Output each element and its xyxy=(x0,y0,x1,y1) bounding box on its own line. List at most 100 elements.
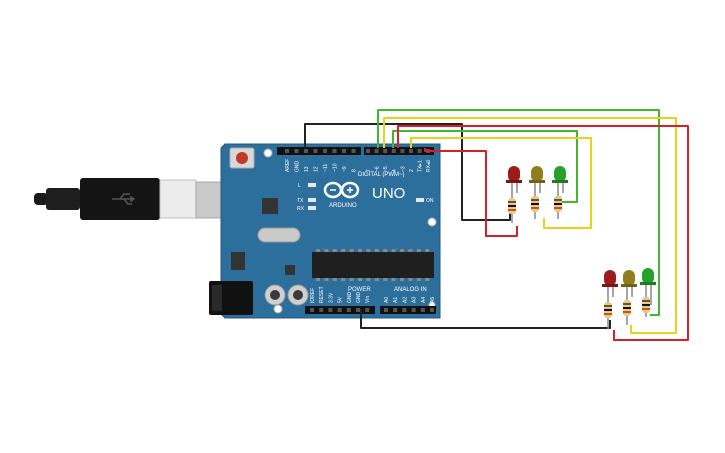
digital-pin-label: 7 xyxy=(366,169,372,172)
header-pin[interactable] xyxy=(383,149,388,153)
power-pin-label: GND xyxy=(356,292,362,304)
resistor[interactable] xyxy=(531,193,539,219)
header-pin[interactable] xyxy=(420,308,425,312)
power-pin-label: RESET xyxy=(319,286,325,303)
led-green[interactable] xyxy=(552,166,568,193)
wire-black-gnd-group2[interactable] xyxy=(360,309,611,329)
header-pin[interactable] xyxy=(351,149,356,153)
led-l-indicator xyxy=(308,183,316,187)
mounting-hole xyxy=(273,304,283,314)
digital-pin-label: 2 xyxy=(409,169,415,172)
led-yellow[interactable] xyxy=(621,270,637,297)
header-pin[interactable] xyxy=(366,149,370,153)
resistor[interactable] xyxy=(642,295,650,317)
header-pin[interactable] xyxy=(430,308,434,312)
digital-header-left xyxy=(277,147,361,155)
chip-pin xyxy=(408,249,413,252)
header-pin[interactable] xyxy=(310,308,314,312)
atmega-chip xyxy=(312,252,434,278)
analog-section-label: ANALOG IN xyxy=(394,287,427,293)
led-on-label: ON xyxy=(426,198,434,204)
header-pin[interactable] xyxy=(411,308,416,312)
led-group-2[interactable] xyxy=(602,268,656,329)
header-pin[interactable] xyxy=(285,149,289,153)
led-l-label: L xyxy=(298,183,301,189)
digital-header-right xyxy=(364,147,434,155)
led-green[interactable] xyxy=(640,268,656,305)
led-yellow[interactable] xyxy=(529,166,545,193)
resistor[interactable] xyxy=(508,193,516,223)
header-pin[interactable] xyxy=(346,308,351,312)
chip-pin xyxy=(383,249,388,252)
usb-interface-chip xyxy=(262,198,278,214)
digital-pin-label: AREF xyxy=(285,159,291,172)
capacitor xyxy=(293,290,303,300)
chip-pin xyxy=(316,249,320,252)
usb-cable[interactable] xyxy=(34,178,249,220)
chip-pin xyxy=(425,249,430,252)
led-on-indicator xyxy=(416,198,424,202)
chip-pin xyxy=(332,249,337,252)
resistor[interactable] xyxy=(554,193,562,219)
digital-pin-label: 4 xyxy=(392,169,398,172)
header-pin[interactable] xyxy=(323,149,327,153)
wire-red-group2[interactable] xyxy=(397,125,689,341)
led-red[interactable] xyxy=(602,270,618,297)
voltage-regulator xyxy=(231,252,245,270)
usb-cable-tip xyxy=(34,193,48,205)
header-pin[interactable] xyxy=(337,308,342,312)
board-model-label: UNO xyxy=(372,185,405,202)
wire-green-group2[interactable] xyxy=(377,109,660,316)
digital-pin-label: ~10 xyxy=(333,163,339,172)
led-red[interactable] xyxy=(506,166,522,193)
digital-pin-label: 8 xyxy=(352,169,358,172)
digital-pin-label: ~11 xyxy=(323,164,329,172)
analog-pin-label: A3 xyxy=(412,297,418,303)
led-tx-label: TX xyxy=(297,198,304,204)
header-pin[interactable] xyxy=(328,308,333,312)
resistor[interactable] xyxy=(623,297,631,325)
header-pin[interactable] xyxy=(391,149,396,153)
power-pin-label: Vin xyxy=(365,296,371,303)
led-tx-indicator xyxy=(308,198,316,202)
led-group-1[interactable] xyxy=(506,166,568,223)
header-pin[interactable] xyxy=(400,149,405,153)
usb-cable-strain-relief xyxy=(46,188,80,210)
reset-button[interactable] xyxy=(236,152,248,164)
chip-pin xyxy=(400,249,404,252)
usb-symbol-icon xyxy=(112,193,136,205)
power-pin-label: GND xyxy=(347,292,353,304)
header-pin[interactable] xyxy=(332,149,337,153)
header-pin[interactable] xyxy=(342,149,346,153)
chip-pin xyxy=(383,278,388,281)
wire-black-gnd-group1[interactable] xyxy=(304,123,511,221)
header-pin[interactable] xyxy=(409,149,413,153)
chip-pin xyxy=(349,278,354,281)
digital-section-label: DIGITAL (PWM~) xyxy=(358,172,405,178)
chip-pin xyxy=(416,278,421,281)
wire-red-group1[interactable] xyxy=(424,148,518,237)
header-pin[interactable] xyxy=(313,149,318,153)
chip-pin xyxy=(358,278,362,281)
header-pin[interactable] xyxy=(417,149,422,153)
header-pin[interactable] xyxy=(319,308,324,312)
chip-pin xyxy=(374,249,379,252)
header-pin[interactable] xyxy=(294,149,299,153)
power-pin-label: 5V xyxy=(338,296,344,303)
header-pin[interactable] xyxy=(402,308,407,312)
wire-yellow-group2[interactable] xyxy=(383,117,677,334)
header-pin[interactable] xyxy=(356,308,360,312)
chip-pin xyxy=(324,278,329,281)
header-pin[interactable] xyxy=(374,149,379,153)
chip-pin xyxy=(366,278,371,281)
bottom-header-pins xyxy=(310,308,434,312)
wire-yellow-group1[interactable] xyxy=(410,137,592,229)
header-pin[interactable] xyxy=(384,308,388,312)
header-pin[interactable] xyxy=(304,149,308,153)
resistor[interactable] xyxy=(604,297,612,329)
header-pin[interactable] xyxy=(365,308,370,312)
header-pin[interactable] xyxy=(393,308,398,312)
